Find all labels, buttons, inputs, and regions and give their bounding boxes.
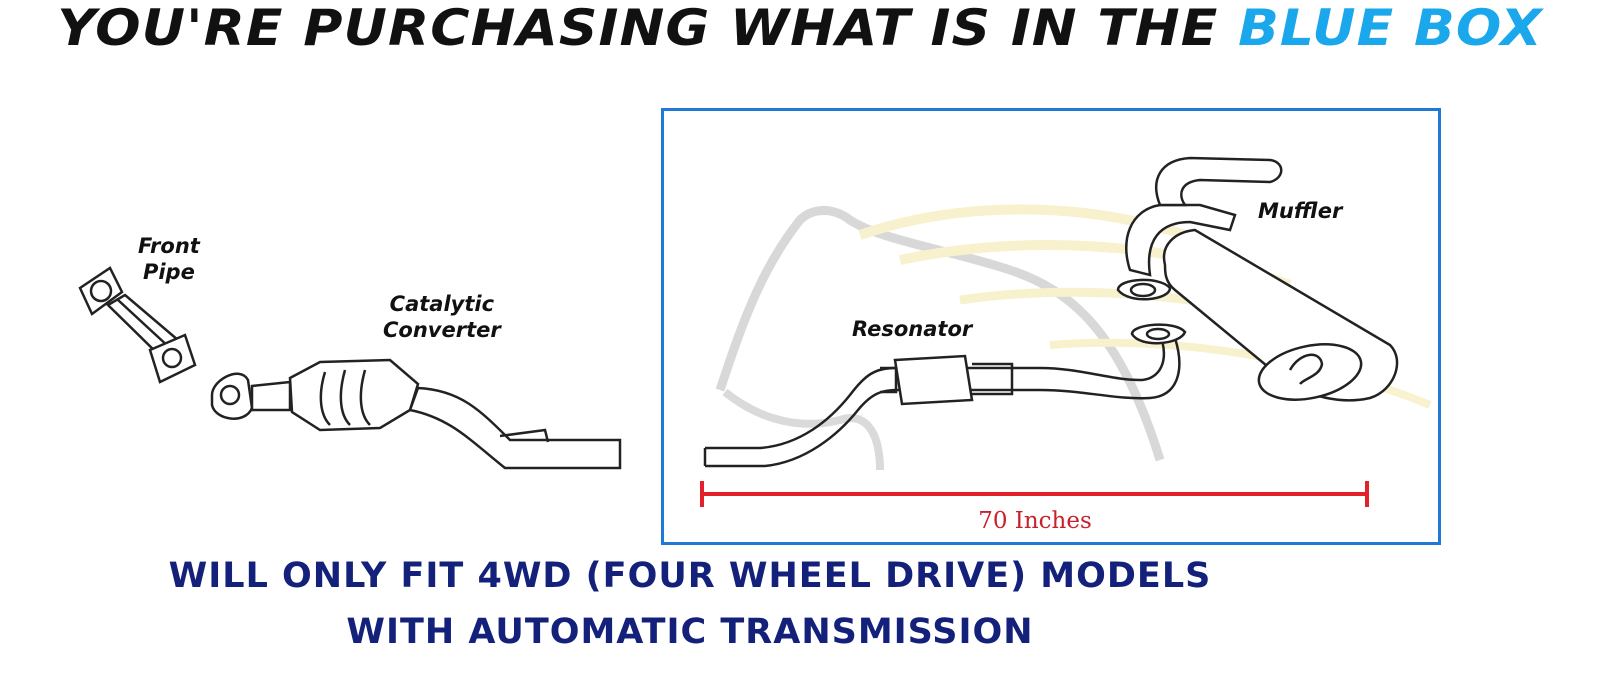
fitment-notice-line2: WITH AUTOMATIC TRANSMISSION xyxy=(346,612,1034,652)
fitment-notice-line1: WILL ONLY FIT 4WD (FOUR WHEEL DRIVE) MOD… xyxy=(168,556,1212,596)
front-pipe-label-line1: Front xyxy=(138,234,200,258)
catalytic-converter-label-line1: Catalytic xyxy=(389,292,495,316)
muffler-part xyxy=(1116,156,1399,402)
headline-highlight: BLUE BOX xyxy=(1238,0,1543,57)
blue-box xyxy=(661,108,1441,545)
catalytic-converter-label-line2: Converter xyxy=(383,318,501,342)
resonator-label: Resonator xyxy=(852,317,973,341)
front-pipe-label: Front Pipe xyxy=(138,233,200,285)
headline-prefix: YOU'RE PURCHASING WHAT IS IN THE xyxy=(57,0,1239,57)
muffler-label: Muffler xyxy=(1258,199,1343,223)
front-pipe-part xyxy=(78,266,197,384)
headline: YOU'RE PURCHASING WHAT IS IN THE BLUE BO… xyxy=(0,0,1600,62)
length-label: 70 Inches xyxy=(978,508,1092,534)
catalytic-converter-label: Catalytic Converter xyxy=(383,291,501,343)
front-pipe-label-line2: Pipe xyxy=(142,260,195,284)
length-measure xyxy=(700,481,1369,507)
catalytic-converter-part xyxy=(210,358,622,470)
resonator-part xyxy=(703,334,1181,468)
